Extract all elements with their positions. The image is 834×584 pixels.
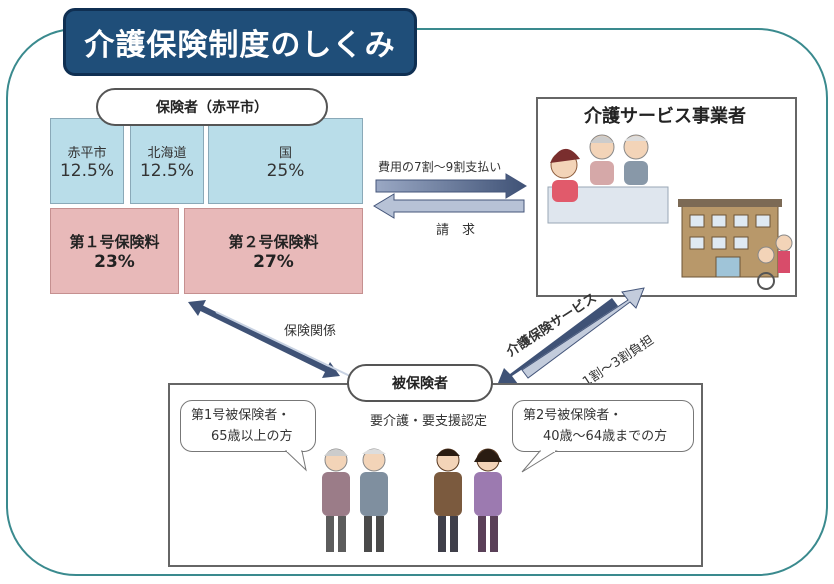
service-arrow [496,298,618,388]
second-group-bubble: 第2号被保険者・ 40歳～64歳までの方 [512,400,694,452]
adult-people-illustration [434,448,502,552]
fund-national-percent: 25% [266,160,305,181]
fund-prefecture-name: 北海道 [147,145,187,161]
insurance-relation-arrow [188,300,351,378]
premium-first-name: 第１号保険料 [69,232,160,251]
claim-arrow [373,193,525,219]
page-title: 介護保険制度のしくみ [63,8,417,76]
premium-first: 第１号保険料 23% [50,208,179,294]
insured-label: 被保険者 [347,364,493,402]
payment-label: 費用の7割～9割支払い [378,160,502,174]
certification-label: 要介護・要支援認定 [370,414,488,429]
premium-second-percent: 27% [253,251,294,272]
first-group-line-1: 第1号被保険者・ [191,408,291,423]
second-group-line-1: 第2号被保険者・ [523,408,623,423]
fund-prefecture: 北海道 12.5% [130,118,204,204]
premium-first-percent: 23% [94,251,135,272]
claim-label: 請 求 [436,223,476,238]
insurance-relation-label: 保険関係 [284,324,337,339]
provider-illustration [547,134,793,290]
fund-prefecture-percent: 12.5% [139,160,194,181]
premium-second: 第２号保険料 27% [184,208,363,294]
fund-national-name: 国 [278,145,292,161]
second-group-line-2: 40歳～64歳までの方 [543,429,668,444]
first-group-line-2: 65歳以上の方 [211,429,293,444]
payment-arrow [375,173,527,199]
elderly-people-illustration [322,448,388,552]
premium-second-name: 第２号保険料 [228,232,319,251]
fund-city: 赤平市 12.5% [50,118,124,204]
first-group-bubble: 第1号被保険者・ 65歳以上の方 [180,400,316,452]
fund-city-percent: 12.5% [59,160,114,181]
fund-city-name: 赤平市 [67,145,107,161]
copay-arrow [521,287,645,379]
insurer-label: 保険者（赤平市） [96,88,328,126]
provider-label: 介護サービス事業者 [584,106,746,127]
